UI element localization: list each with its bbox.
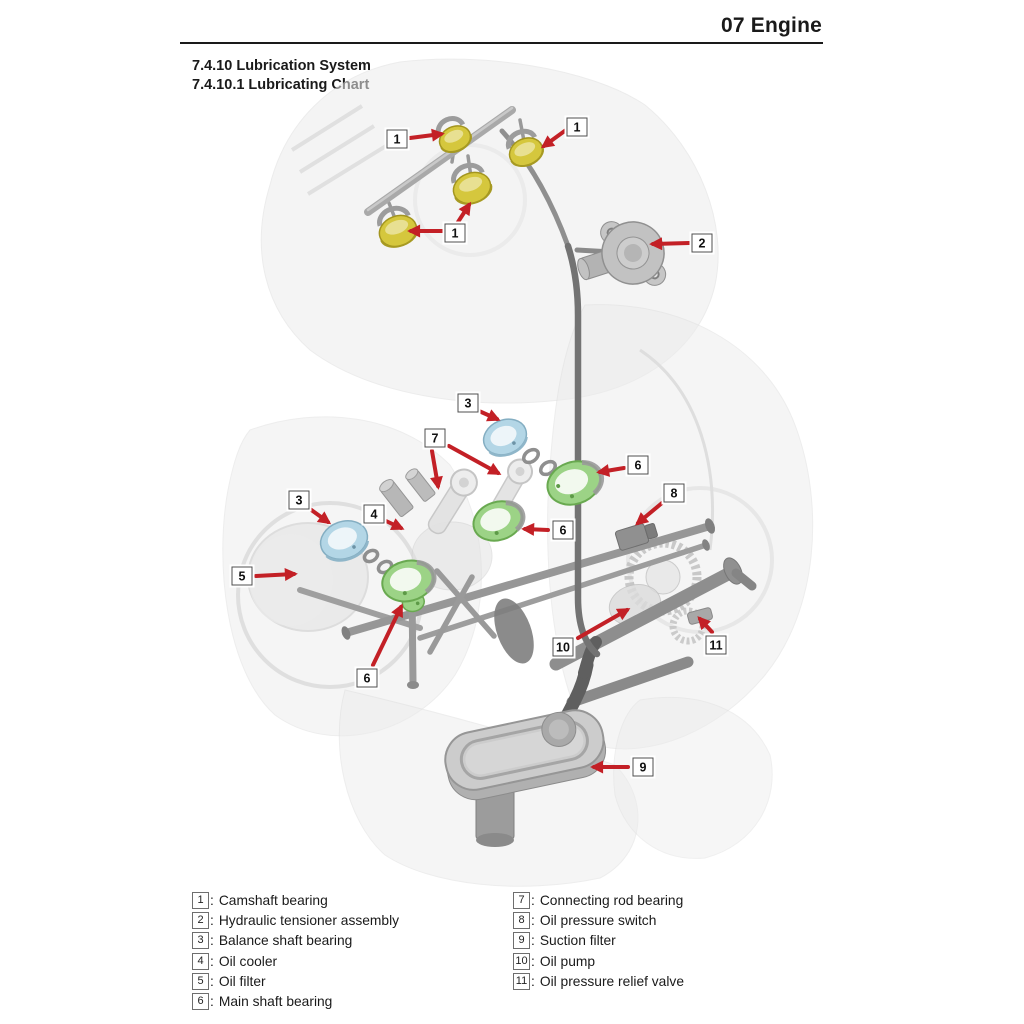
callout-oil-pump: 10	[552, 637, 574, 657]
header-rule	[180, 42, 823, 44]
legend-item: 2:Hydraulic tensioner assembly	[192, 912, 513, 930]
page-header-title: 07 Engine	[721, 14, 822, 37]
section-headings: 7.4.10 Lubrication System 7.4.10.1 Lubri…	[192, 57, 371, 94]
balance-shaft-bearings	[319, 418, 528, 562]
subsection-heading: 7.4.10.1 Lubricating Chart	[192, 76, 370, 93]
legend-label: Oil pressure switch	[539, 913, 657, 929]
legend-separator: :	[531, 973, 535, 989]
legend-left-column: 1:Camshaft bearing 2:Hydraulic tensioner…	[192, 892, 513, 1013]
callout-camshaft-bearing-b: 1	[566, 117, 588, 137]
legend-label: Main shaft bearing	[218, 993, 333, 1009]
legend-separator: :	[210, 913, 214, 929]
legend-number-box: 9	[513, 932, 530, 950]
legend-number-box: 3	[192, 932, 209, 950]
legend-number-box: 11	[513, 972, 530, 990]
legend-item: 5:Oil filter	[192, 972, 513, 990]
legend-number-box: 4	[192, 952, 209, 970]
legend-separator: :	[531, 933, 535, 949]
callout-suction-filter: 9	[632, 757, 654, 777]
legend-label: Oil pump	[539, 953, 596, 969]
legend-item: 8:Oil pressure switch	[513, 912, 834, 930]
main-shaft-bearing	[472, 500, 526, 542]
legend-number-box: 1	[192, 892, 209, 909]
legend-item: 7: Connecting rod bearing	[513, 892, 834, 909]
legend-item: 3:Balance shaft bearing	[192, 932, 513, 950]
callout-main-shaft-bearing-c: 6	[356, 668, 378, 688]
legend-number-box: 10	[513, 952, 530, 970]
legend-separator: :	[210, 933, 214, 949]
legend-label: Connecting rod bearing	[539, 893, 684, 908]
legend-separator: :	[531, 893, 535, 908]
callout-hydraulic-tensioner: 2	[691, 233, 713, 253]
callout-main-shaft-bearing-a: 6	[627, 455, 649, 475]
legend-label: Oil filter	[218, 973, 266, 989]
legend-number-box: 6	[192, 992, 209, 1010]
callout-oil-pressure-switch: 8	[663, 483, 685, 503]
legend-separator: :	[210, 993, 214, 1009]
callout-camshaft-bearing-a: 1	[386, 129, 408, 149]
legend-separator: :	[531, 913, 535, 929]
legend-label: Hydraulic tensioner assembly	[218, 913, 400, 929]
callout-arrows	[254, 128, 714, 774]
legend-label: Balance shaft bearing	[218, 933, 353, 949]
main-shaft-bearings	[381, 460, 605, 613]
legend-label: Camshaft bearing	[218, 893, 328, 908]
chain-links	[362, 447, 558, 575]
callout-oil-filter: 5	[231, 566, 253, 586]
legend-item: 11:Oil pressure relief valve	[513, 972, 834, 990]
callout-camshaft-bearing-c: 1	[444, 223, 466, 243]
callout-oil-cooler: 4	[363, 504, 385, 524]
balance-shaft-bearing	[482, 418, 528, 457]
legend-separator: :	[210, 953, 214, 969]
legend-separator: :	[210, 973, 214, 989]
legend-right-column: 7:Connecting rod bearing 8:Oil pressure …	[513, 892, 834, 1013]
legend-item: 6:Main shaft bearing	[192, 992, 513, 1010]
legend-number-box: 8	[513, 912, 530, 930]
legend-label: Oil pressure relief valve	[539, 973, 684, 989]
callout-balance-shaft-bearing-b: 3	[288, 490, 310, 510]
legend-item: 4:Oil cooler	[192, 952, 513, 970]
suction-filter	[444, 636, 607, 847]
legend-number-box: 5	[192, 972, 209, 990]
callout-balance-shaft-bearing-a: 3	[457, 393, 479, 413]
callout-main-shaft-bearing-b: 6	[552, 520, 574, 540]
hydraulic-tensioner	[577, 221, 667, 286]
legend-item: 9:Suction filter	[513, 932, 834, 950]
camshaft-bearings	[377, 116, 544, 248]
legend-item: 1: Camshaft bearing	[192, 892, 513, 909]
legend-separator: :	[210, 893, 214, 908]
camshaft-bearing	[451, 162, 493, 205]
balance-shaft-bearing	[319, 520, 369, 562]
callout-oil-pressure-relief-valve: 11	[705, 635, 727, 655]
legend: 1:Camshaft bearing 2:Hydraulic tensioner…	[192, 892, 834, 1013]
section-heading: 7.4.10 Lubrication System	[192, 58, 371, 74]
legend-label: Oil cooler	[218, 953, 278, 969]
legend-label: Suction filter	[539, 933, 616, 949]
main-shaft-bearing	[381, 559, 437, 613]
legend-separator: :	[531, 953, 535, 969]
legend-number-box: 7	[513, 892, 530, 909]
callout-connecting-rod-bearing: 7	[424, 428, 446, 448]
camshaft-bearing	[505, 128, 544, 168]
oil-galleries	[297, 518, 757, 708]
legend-item: 10:Oil pump	[513, 952, 834, 970]
legend-number-box: 2	[192, 912, 209, 930]
